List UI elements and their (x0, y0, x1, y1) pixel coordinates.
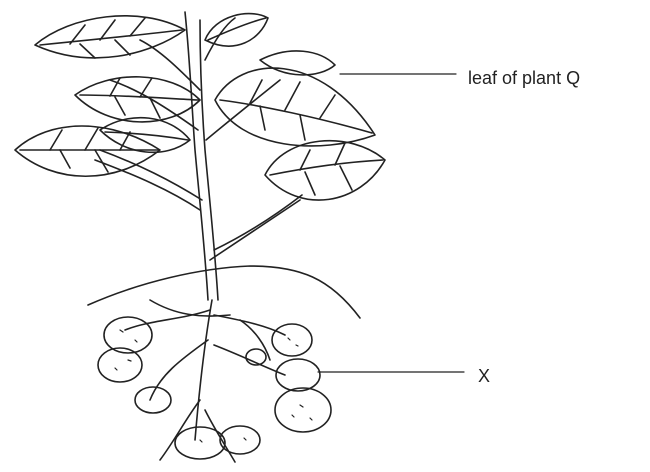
leaf-left-small (100, 118, 190, 153)
soil-surface (88, 266, 360, 318)
leaf-q (215, 51, 375, 146)
label-leaf-of-plant-q: leaf of plant Q (468, 68, 580, 89)
leaf-top-left (35, 16, 185, 58)
leaf-middle-right (265, 141, 385, 200)
tubers (98, 317, 331, 459)
roots (125, 300, 285, 462)
main-stem (185, 12, 218, 300)
leaf-upper-left (75, 77, 200, 122)
label-x: X (478, 366, 490, 387)
